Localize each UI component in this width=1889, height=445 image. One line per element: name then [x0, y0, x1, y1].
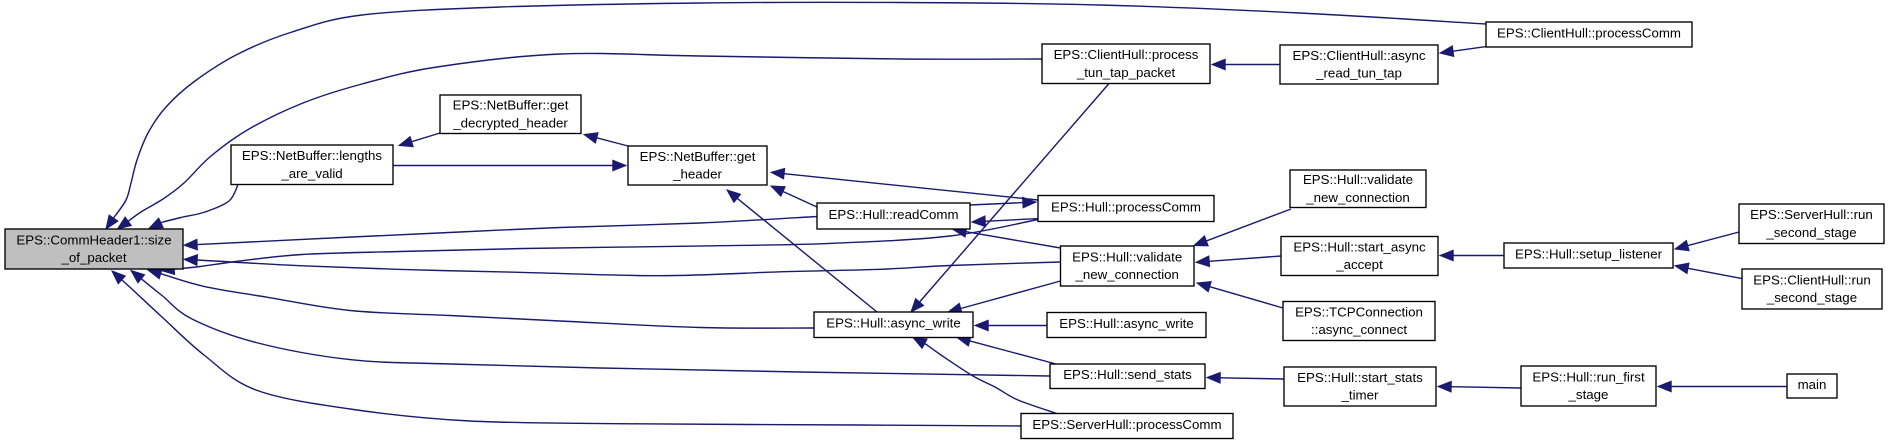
- svg-text:_of_packet: _of_packet: [60, 250, 126, 265]
- svg-text:_are_valid: _are_valid: [280, 166, 342, 181]
- svg-text:_header: _header: [672, 167, 722, 182]
- svg-text:EPS::NetBuffer::get: EPS::NetBuffer::get: [640, 149, 756, 164]
- svg-text:_decrypted_header: _decrypted_header: [452, 115, 568, 130]
- svg-text:EPS::CommHeader1::size: EPS::CommHeader1::size: [16, 232, 171, 247]
- svg-text:EPS::Hull::start_stats: EPS::Hull::start_stats: [1297, 370, 1423, 385]
- svg-text:_tun_tap_packet: _tun_tap_packet: [1076, 65, 1176, 80]
- svg-text:EPS::NetBuffer::lengths: EPS::NetBuffer::lengths: [242, 148, 383, 163]
- svg-text:EPS::Hull::setup_listener: EPS::Hull::setup_listener: [1515, 246, 1663, 261]
- svg-text:_stage: _stage: [1568, 387, 1609, 402]
- svg-text:EPS::TCPConnection: EPS::TCPConnection: [1295, 304, 1423, 319]
- svg-text:_new_connection: _new_connection: [1305, 190, 1410, 205]
- svg-text:EPS::Hull::async_write: EPS::Hull::async_write: [826, 316, 961, 331]
- svg-text:EPS::Hull::start_async: EPS::Hull::start_async: [1293, 239, 1426, 254]
- svg-text:EPS::Hull::validate: EPS::Hull::validate: [1303, 172, 1413, 187]
- svg-text:EPS::Hull::processComm: EPS::Hull::processComm: [1051, 199, 1201, 214]
- svg-text:EPS::ClientHull::process: EPS::ClientHull::process: [1054, 47, 1199, 62]
- svg-text:_accept: _accept: [1335, 257, 1383, 272]
- svg-text:EPS::ClientHull::async: EPS::ClientHull::async: [1292, 48, 1425, 63]
- svg-text:EPS::Hull::async_write: EPS::Hull::async_write: [1059, 316, 1194, 331]
- svg-text:_second_stage: _second_stage: [1765, 225, 1856, 240]
- svg-text:EPS::ClientHull::processComm: EPS::ClientHull::processComm: [1497, 25, 1681, 40]
- svg-text:EPS::Hull::validate: EPS::Hull::validate: [1072, 249, 1182, 264]
- svg-text:EPS::ServerHull::run: EPS::ServerHull::run: [1750, 207, 1873, 222]
- svg-text:EPS::ClientHull::run: EPS::ClientHull::run: [1753, 272, 1871, 287]
- svg-text:EPS::NetBuffer::get: EPS::NetBuffer::get: [453, 98, 569, 113]
- svg-text:_second_stage: _second_stage: [1766, 290, 1857, 305]
- svg-text:EPS::Hull::readComm: EPS::Hull::readComm: [828, 207, 958, 222]
- svg-text:EPS::Hull::send_stats: EPS::Hull::send_stats: [1063, 367, 1192, 382]
- svg-text:_timer: _timer: [1341, 388, 1380, 403]
- svg-text:::async_connect: ::async_connect: [1311, 322, 1407, 337]
- svg-text:_new_connection: _new_connection: [1074, 267, 1179, 282]
- svg-text:EPS::ServerHull::processComm: EPS::ServerHull::processComm: [1032, 417, 1221, 432]
- svg-text:main: main: [1798, 377, 1827, 392]
- svg-text:EPS::Hull::run_first: EPS::Hull::run_first: [1532, 369, 1645, 384]
- svg-text:_read_tun_tap: _read_tun_tap: [1315, 66, 1402, 81]
